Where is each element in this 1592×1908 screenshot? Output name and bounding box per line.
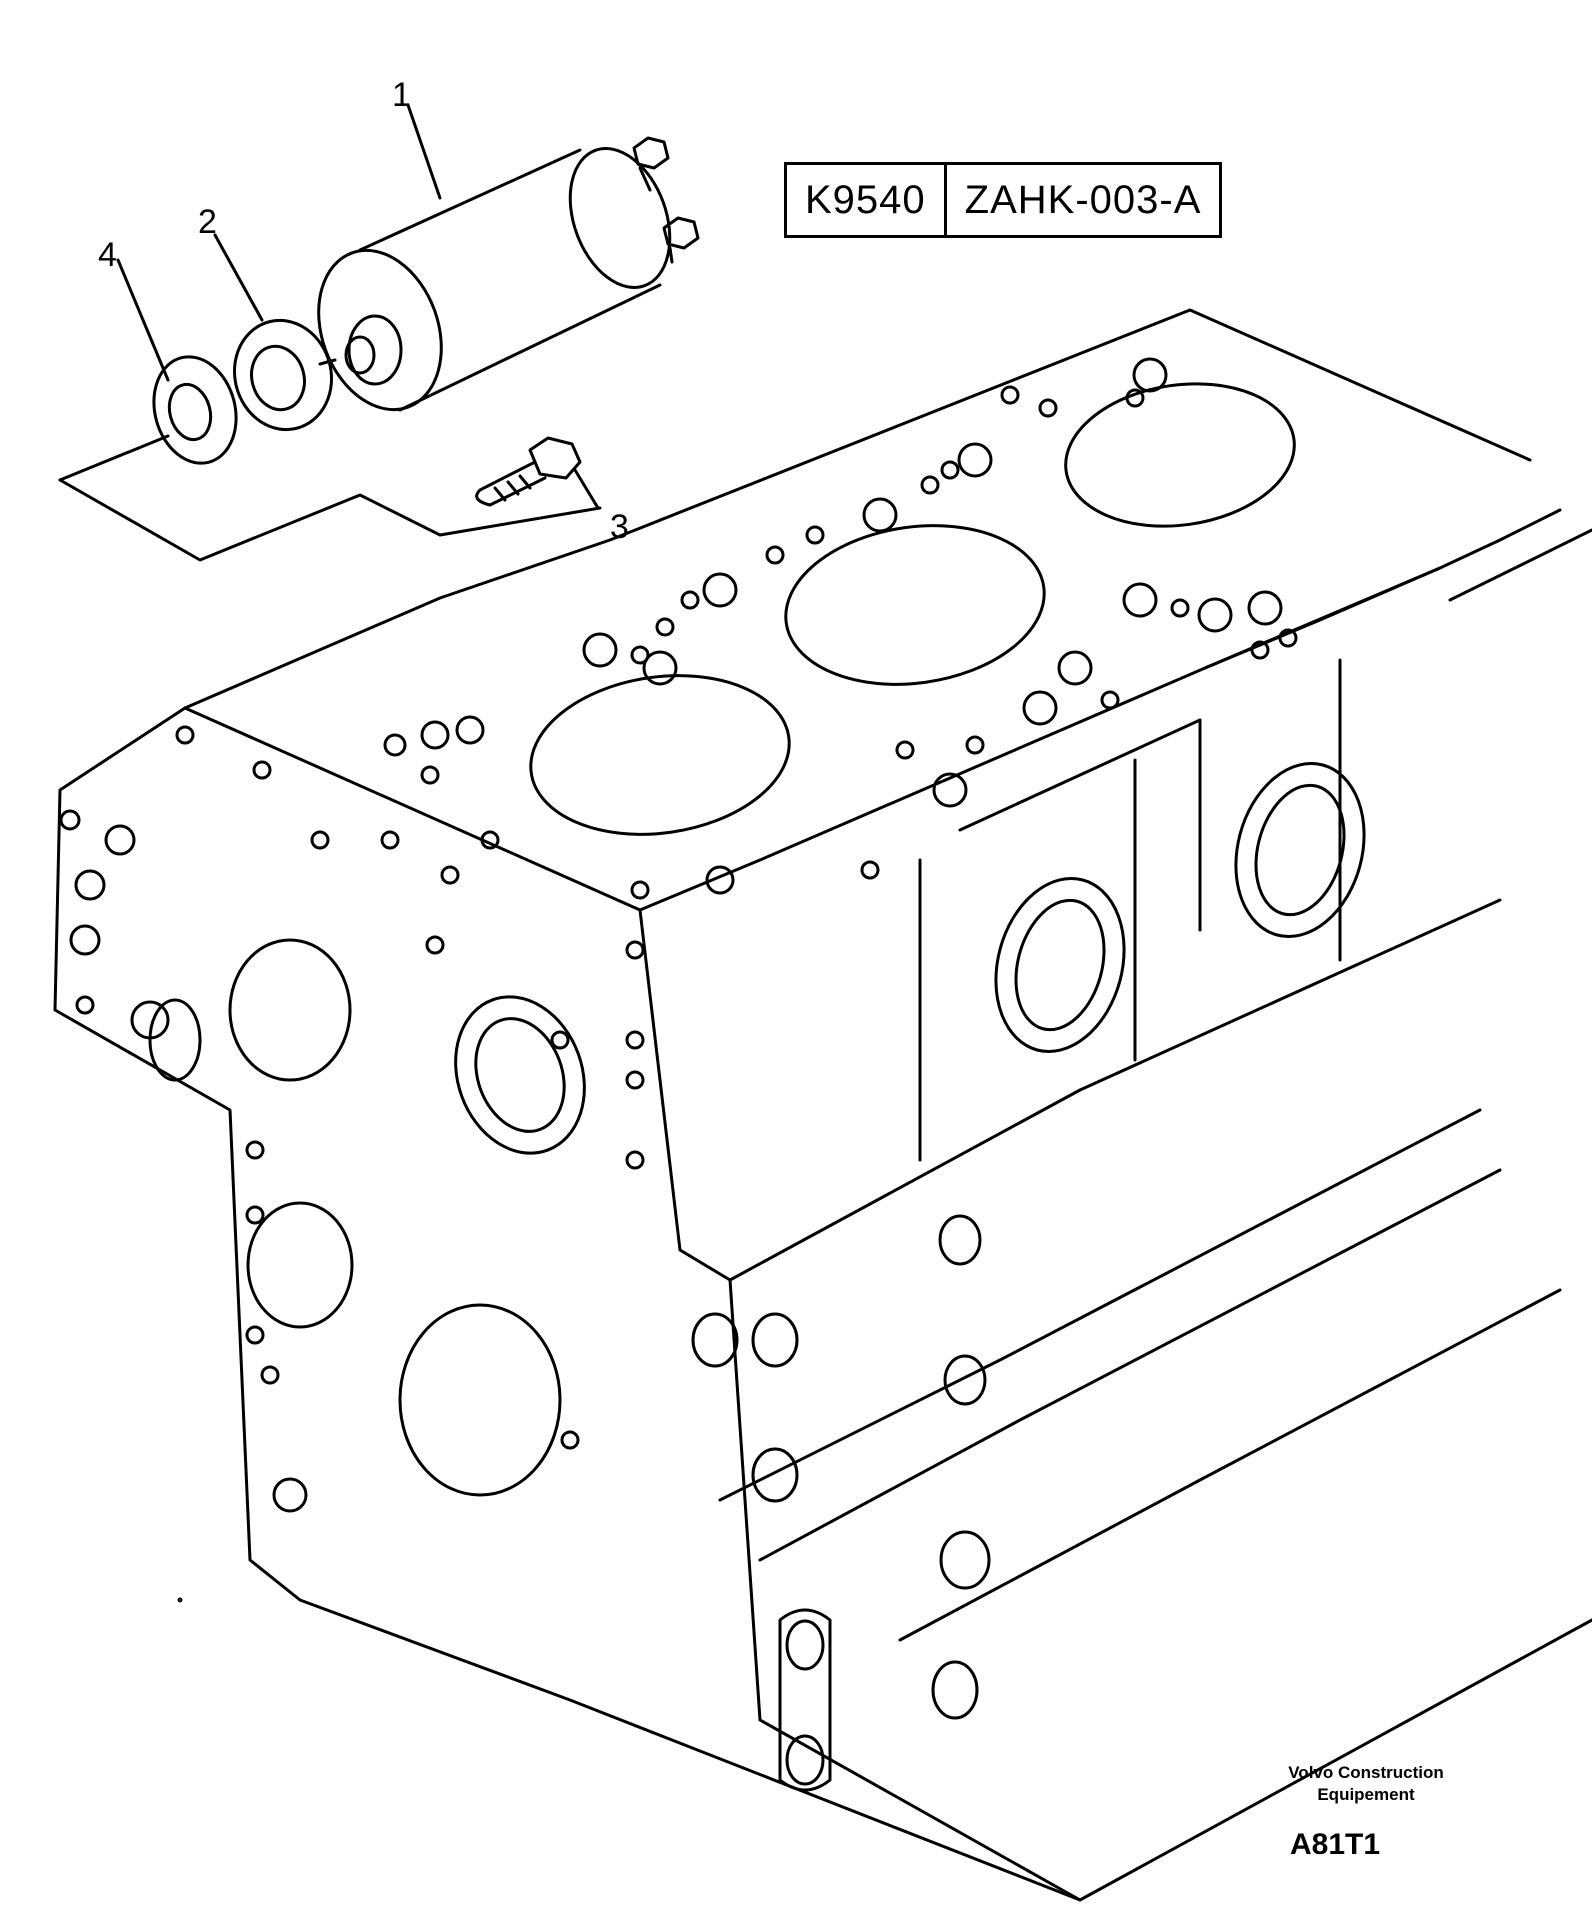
lower-bosses bbox=[691, 1214, 991, 1792]
manufacturer-line1: Volvo Construction bbox=[1288, 1763, 1444, 1782]
deck-holes bbox=[175, 357, 1298, 900]
manufacturer-label: Volvo Construction Equipement bbox=[1246, 1762, 1486, 1806]
cylinder-bores bbox=[529, 382, 1296, 836]
callout-leaders bbox=[116, 103, 600, 510]
callout-3: 3 bbox=[610, 508, 629, 546]
side-bores bbox=[148, 761, 1366, 1603]
callout-4: 4 bbox=[98, 236, 117, 274]
front-cover-holes bbox=[59, 809, 645, 1513]
washer-part-4 bbox=[152, 355, 238, 465]
stud-bolt bbox=[475, 436, 582, 507]
callout-1: 1 bbox=[392, 76, 411, 114]
mounting-plane bbox=[58, 434, 602, 562]
washer-part-2 bbox=[232, 318, 334, 432]
engine-block-outline bbox=[53, 308, 1592, 1902]
reference-right-code: ZAHK-003-A bbox=[964, 177, 1202, 222]
reference-left-code: K9540 bbox=[805, 177, 926, 222]
starter-motor bbox=[317, 136, 700, 412]
drawing-code: A81T1 bbox=[1290, 1828, 1381, 1861]
reference-separator bbox=[943, 165, 947, 235]
callout-2: 2 bbox=[198, 203, 217, 241]
manufacturer-line2: Equipement bbox=[1317, 1785, 1415, 1804]
reference-box: K9540 ZAHK-003-A bbox=[784, 162, 1223, 238]
